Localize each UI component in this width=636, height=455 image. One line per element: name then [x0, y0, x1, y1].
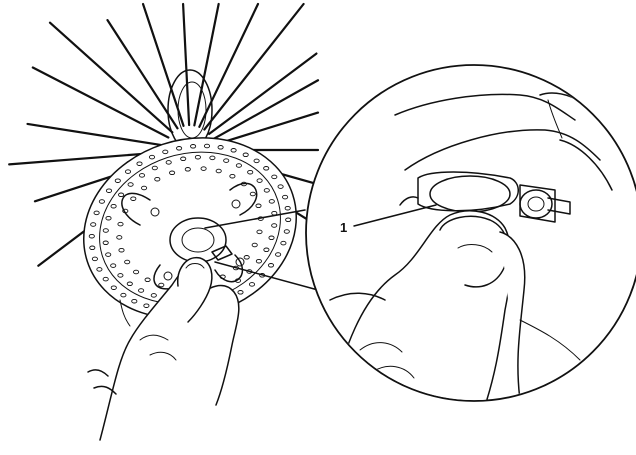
rotor-hole: [142, 186, 147, 190]
rotor-hole: [131, 197, 136, 201]
rotor-hole: [121, 293, 126, 297]
rotor-hole: [283, 195, 288, 199]
rotor-hole: [134, 270, 139, 274]
rotor-hole: [91, 223, 96, 227]
rotor-hole: [151, 294, 156, 298]
rotor-hole: [256, 204, 261, 208]
rotor-hole: [127, 282, 132, 286]
rotor-hole: [238, 291, 243, 295]
rotor-hole: [218, 146, 223, 150]
rotor-hole: [117, 236, 122, 240]
rotor-hole: [244, 255, 249, 259]
rotor-hole: [111, 286, 116, 290]
rotor-hole: [177, 147, 182, 151]
rotor-hole: [204, 144, 209, 148]
spoke-line: [204, 4, 303, 130]
rotor-hole: [249, 283, 254, 287]
rotor-hole: [230, 174, 235, 178]
rotor-hole: [94, 211, 99, 215]
rotor-hole: [284, 230, 289, 234]
rotor-hole: [243, 153, 248, 157]
rotor-hole: [269, 200, 274, 204]
rotor-hole: [185, 168, 190, 172]
rotor-hole: [254, 159, 259, 163]
rotor-hole: [195, 155, 200, 159]
rotor-hole: [191, 145, 196, 149]
rotor-hole: [264, 248, 269, 252]
rotor-hole: [119, 193, 124, 197]
rotor-hole: [231, 149, 236, 153]
rotor-hole: [257, 230, 262, 234]
rotor-hole: [103, 229, 108, 233]
rotor-hole: [269, 236, 274, 240]
rotor-hole: [90, 246, 95, 250]
spoke-line: [199, 4, 258, 127]
rotor-hole: [128, 183, 133, 187]
rotor-hole: [276, 253, 281, 257]
spoke-line: [28, 124, 166, 146]
rotor-hole: [111, 204, 116, 208]
rotor-hole: [144, 304, 149, 308]
rotor-hole: [285, 206, 290, 210]
rotor-hole: [132, 299, 137, 303]
rotor-hole: [152, 166, 157, 170]
rotor-hole: [106, 189, 111, 193]
rotor-hole: [210, 156, 215, 160]
rotor-hole: [103, 241, 108, 245]
spoke-line: [183, 4, 189, 125]
rotor-hole: [125, 170, 130, 174]
rotor-hole: [216, 169, 221, 173]
rotor-hole: [106, 216, 111, 220]
rotor-hole: [89, 234, 94, 238]
rotor-hole: [248, 170, 253, 174]
rotor-hole: [145, 278, 150, 282]
rotor-hole: [264, 189, 269, 193]
rotor-hole: [155, 177, 160, 181]
rotor-hole: [272, 175, 277, 179]
rotor-hole: [170, 171, 175, 175]
spoke-line: [213, 80, 318, 139]
rotor-hole: [159, 283, 164, 287]
callout-label: 1: [340, 220, 347, 235]
rotor-hole: [268, 264, 273, 268]
rotor-hole: [92, 257, 97, 261]
rotor-hole: [281, 241, 286, 245]
rotor-hole: [139, 174, 144, 178]
rotor-hole: [252, 243, 257, 247]
rotor-hole: [137, 162, 142, 166]
rotor-hole: [272, 224, 277, 228]
rotor-hole: [201, 167, 206, 171]
rotor-hole: [250, 192, 255, 196]
rotor-hole: [224, 159, 229, 163]
spoke-line: [209, 54, 316, 134]
rotor-hole: [236, 164, 241, 168]
rotor-hole: [257, 179, 262, 183]
rotor-hole: [139, 289, 144, 293]
rotor-hole: [264, 167, 269, 171]
rotor-hole: [286, 218, 291, 222]
rotor-hole: [115, 179, 120, 183]
rotor-hole: [119, 248, 124, 252]
rotor-hole: [149, 155, 154, 159]
rotor-hole: [166, 161, 171, 165]
rotor-hole: [103, 277, 108, 281]
rotor-hole: [118, 274, 123, 278]
rotor-hole: [256, 259, 261, 263]
spoke-line: [194, 4, 218, 125]
rotor-hole: [125, 260, 130, 264]
rotor-hole: [118, 222, 123, 226]
rotor-hole: [106, 253, 111, 257]
magnifier-detail-circle: [306, 65, 636, 420]
rotor-hole: [278, 185, 283, 189]
rotor-hole: [99, 200, 104, 204]
rotor-hole: [111, 264, 116, 268]
rotor-hole: [163, 150, 168, 154]
rotor-hole: [97, 268, 102, 272]
rotor-hole: [181, 157, 186, 161]
